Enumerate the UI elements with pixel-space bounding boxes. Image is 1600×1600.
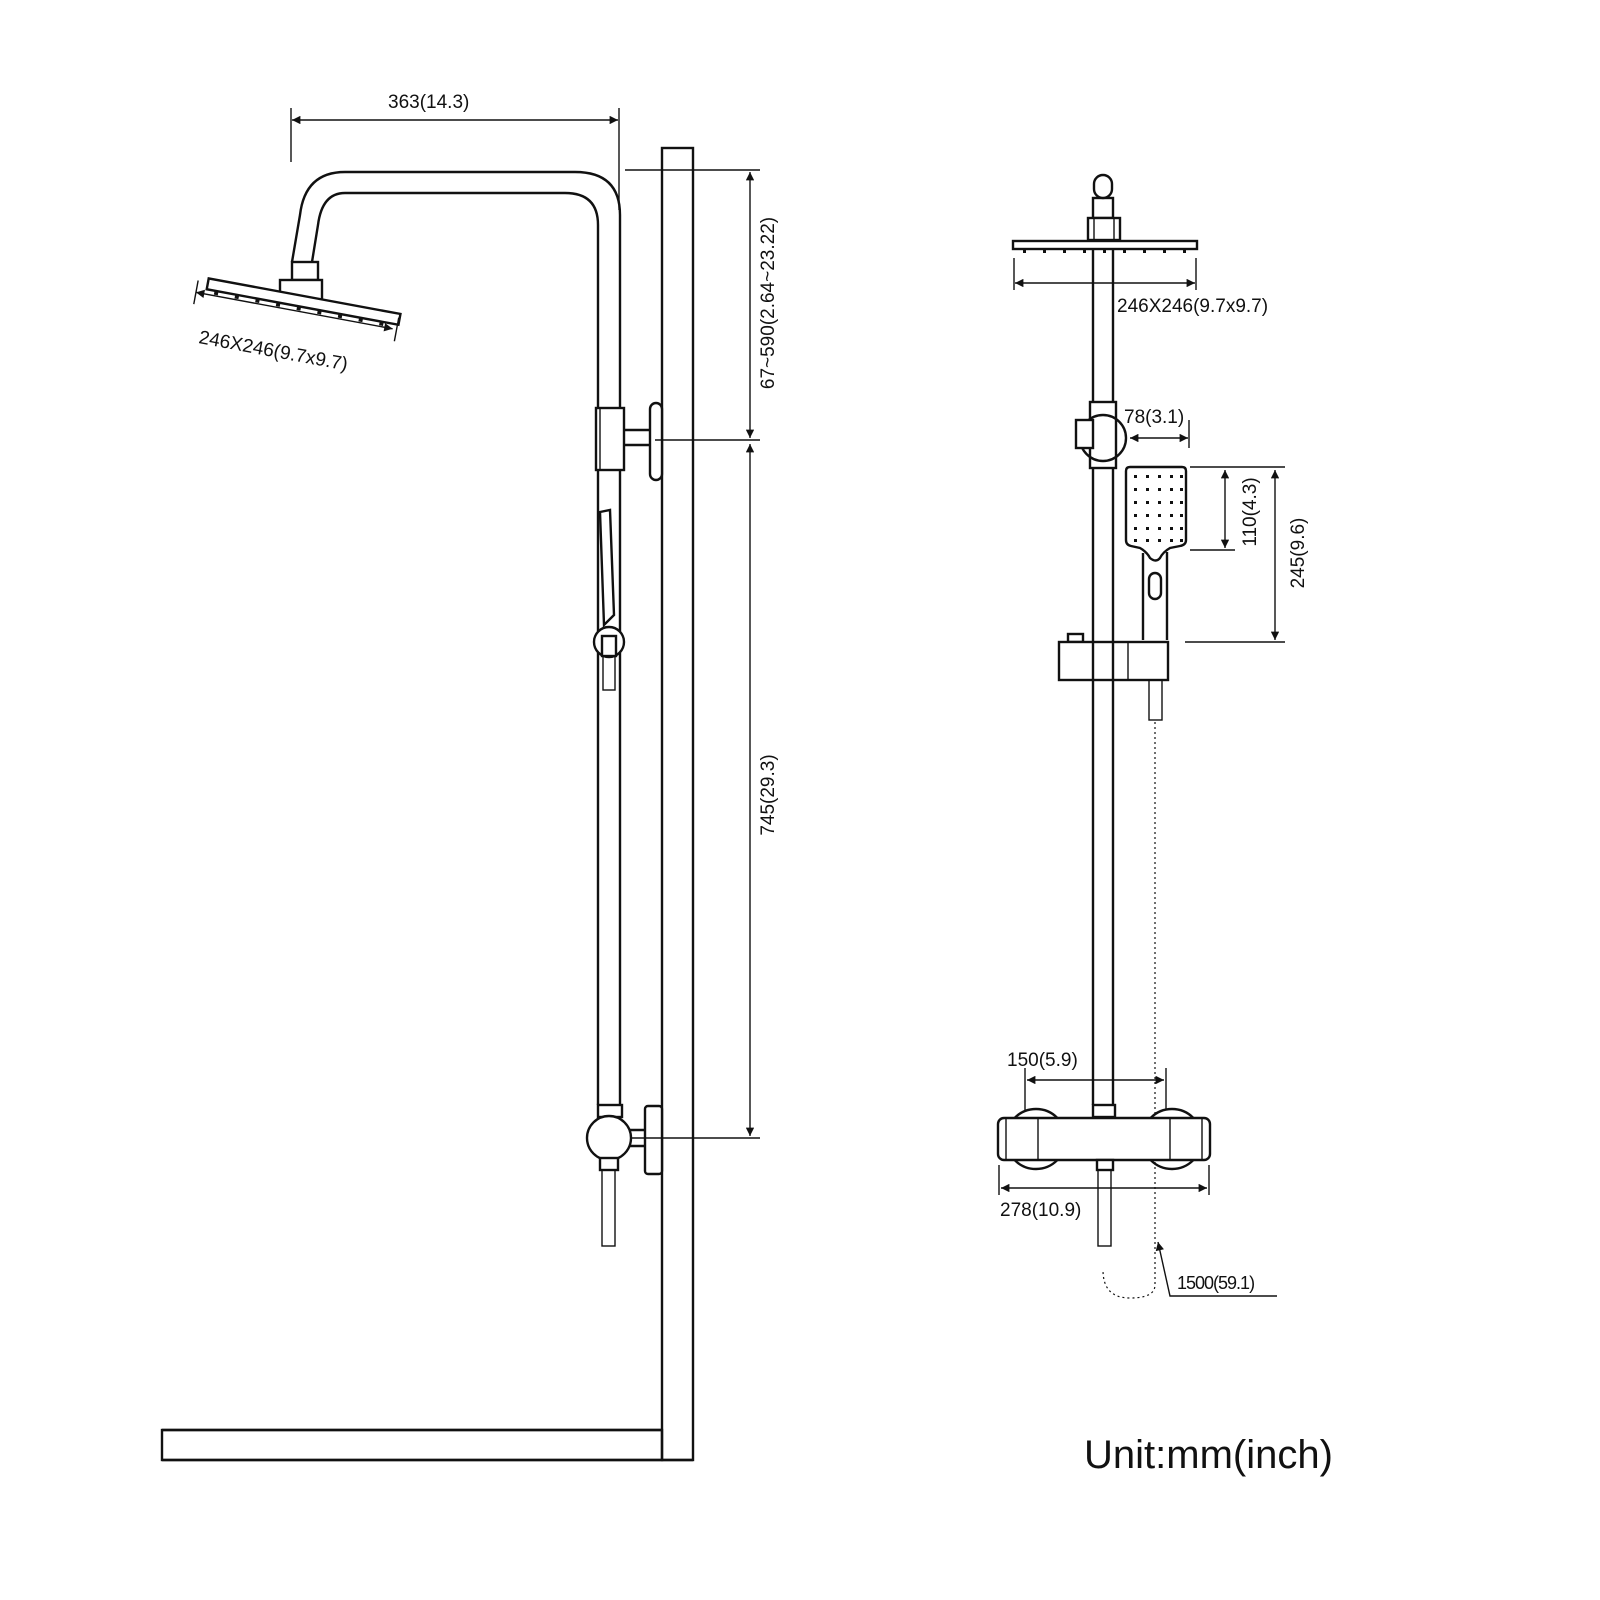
handshower-head-label: 110(4.3) <box>1240 477 1261 546</box>
holder-depth-label: 78(3.1) <box>1124 407 1184 428</box>
height-dimensions <box>625 169 760 1139</box>
unit-label: Unit:mm(inch) <box>1084 1433 1333 1477</box>
height-adjust-label: 67~590(2.64~23.22) <box>758 217 779 389</box>
side-head-size-label: 246X246(9.7x9.7) <box>197 327 349 375</box>
upper-holder-front <box>1074 400 1190 470</box>
shower-head-front <box>1011 239 1199 290</box>
arm-reach-dimension <box>290 108 620 210</box>
floor <box>160 1428 693 1462</box>
hose-length-leader <box>1155 1241 1277 1297</box>
wall <box>660 146 695 1462</box>
mixer-front <box>996 1068 1212 1247</box>
hand-shower-dimensions <box>1185 466 1285 643</box>
front-head-size-label: 246X246(9.7x9.7) <box>1117 296 1268 317</box>
hose-length-label: 1500(59.1) <box>1177 1273 1254 1293</box>
hand-shower-side <box>592 508 626 691</box>
arm-reach-label: 363(14.3) <box>388 92 469 113</box>
riser-rail-front <box>1086 173 1122 1105</box>
slide-bar-holder <box>1057 632 1170 1299</box>
bracket-spacing-label: 745(29.3) <box>758 754 779 835</box>
mixer-width-label: 278(10.9) <box>1000 1200 1081 1221</box>
handshower-length-label: 245(9.6) <box>1288 518 1309 589</box>
hand-shower-front <box>1124 465 1188 640</box>
mixer-side <box>585 1103 664 1247</box>
inlet-spacing-label: 150(5.9) <box>1007 1050 1078 1071</box>
upper-wall-bracket <box>594 401 664 482</box>
shower-head-side <box>193 277 402 342</box>
